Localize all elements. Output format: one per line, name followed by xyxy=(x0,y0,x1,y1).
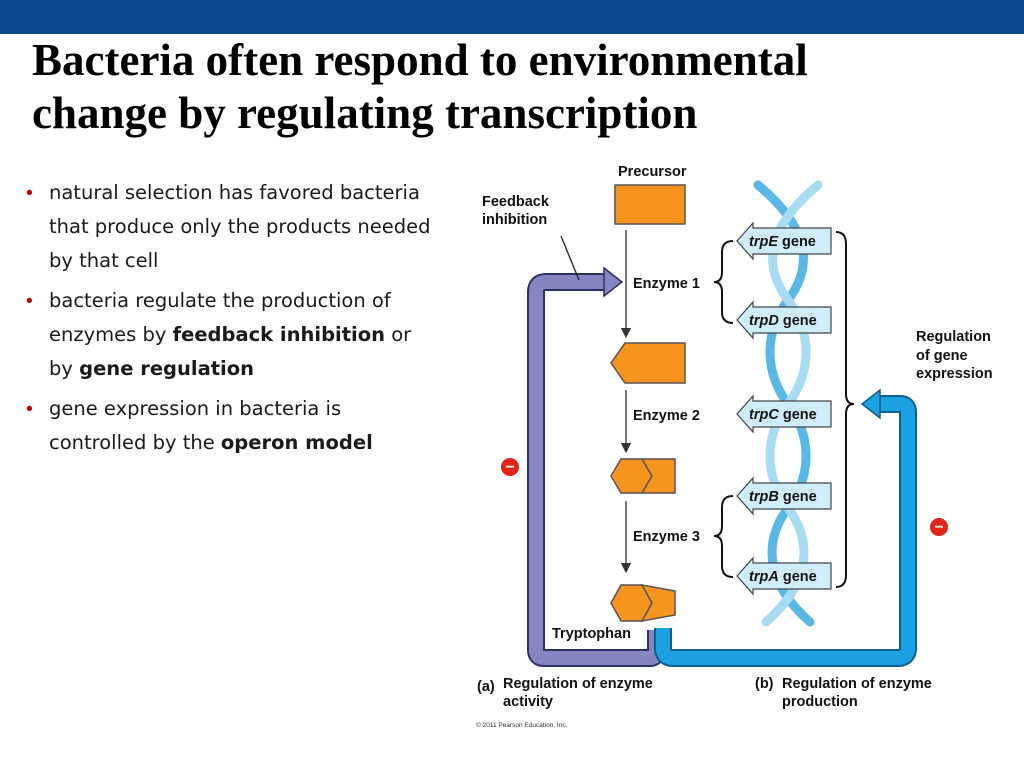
bullet-2-text: bacteria regulate the production of enzy… xyxy=(49,289,391,346)
enzyme-1-label: Enzyme 1 xyxy=(633,276,700,292)
bullet-2-bold-feedback: feedback inhibition xyxy=(172,323,385,346)
feedback-label-line-1: Feedback xyxy=(482,194,550,210)
top-accent-bar xyxy=(0,0,1024,34)
trpB-gene-arrow xyxy=(736,476,832,516)
copyright-notice: © 2011 Pearson Education, Inc. xyxy=(476,721,568,729)
minus-repression-icon: − xyxy=(930,518,948,536)
intermediate-2-pentagon xyxy=(640,458,676,494)
caption-a-line-2: activity xyxy=(503,694,553,710)
bullet-dot-icon: • xyxy=(26,290,33,312)
slide-title-line-1: Bacteria often respond to environmental xyxy=(32,35,808,85)
caption-b-letter: (b) xyxy=(755,676,774,692)
caption-b-line-1: Regulation of enzyme xyxy=(782,676,932,692)
caption-a-letter: (a) xyxy=(477,679,495,695)
bullet-2-middle: or by xyxy=(49,323,412,380)
feedback-inhibition-arrow xyxy=(527,266,665,667)
pathway xyxy=(610,184,686,623)
trpE-gene-label: trpE gene xyxy=(749,234,816,250)
minus-inhibition-icon: − xyxy=(501,458,519,476)
precursor-label: Precursor xyxy=(618,164,687,180)
trpD-gene-label: trpD gene xyxy=(749,313,817,329)
precursor-box xyxy=(614,184,686,225)
trpC-gene-label: trpC gene xyxy=(749,407,817,423)
gene-arrows xyxy=(736,221,832,596)
trpA-gene-arrow xyxy=(736,556,832,596)
trpE-gene-arrow xyxy=(736,221,832,261)
trpB-gene-label: trpB gene xyxy=(749,489,817,505)
regulation-label-line-1: Regulation xyxy=(916,329,991,345)
caption-a-line-1: Regulation of enzyme xyxy=(503,676,653,692)
bullet-list: • natural selection has favored bacteria… xyxy=(26,176,436,466)
slide-title-line-2: change by regulating transcription xyxy=(32,88,698,138)
tryptophan-pentagon xyxy=(640,583,676,623)
bullet-item-2: • bacteria regulate the production of en… xyxy=(26,284,436,386)
bullet-item-3: • gene expression in bacteria is control… xyxy=(26,392,436,460)
svg-text:−: − xyxy=(934,519,943,536)
bullet-2-bold-gene-regulation: gene regulation xyxy=(79,357,255,380)
enzyme-2-label: Enzyme 2 xyxy=(633,408,700,424)
intermediate-1-shape xyxy=(610,342,686,384)
regulation-label-line-3: expression xyxy=(916,366,993,382)
enzyme-3-label: Enzyme 3 xyxy=(633,529,700,545)
bullet-dot-icon: • xyxy=(26,182,33,204)
brackets xyxy=(713,231,855,588)
slide-title: Bacteria often respond to environmental … xyxy=(32,34,992,140)
bullet-3-bold-operon: operon model xyxy=(220,431,373,454)
trpA-gene-label: trpA gene xyxy=(749,569,817,585)
tryptophan-label: Tryptophan xyxy=(552,626,631,642)
trpC-gene-arrow xyxy=(736,394,832,434)
caption-b-line-2: production xyxy=(782,694,858,710)
trpD-gene-arrow xyxy=(736,300,832,340)
svg-text:−: − xyxy=(505,459,514,476)
bullet-item-1: • natural selection has favored bacteria… xyxy=(26,176,436,278)
gene-regulation-arrow xyxy=(654,388,917,667)
regulation-label-line-2: of gene xyxy=(916,348,968,364)
bullet-3-text: gene expression in bacteria is controlle… xyxy=(49,397,342,454)
bullet-dot-icon: • xyxy=(26,398,33,420)
bullet-1-text: natural selection has favored bacteria t… xyxy=(49,181,431,272)
feedback-label-line-2: inhibition xyxy=(482,212,547,228)
